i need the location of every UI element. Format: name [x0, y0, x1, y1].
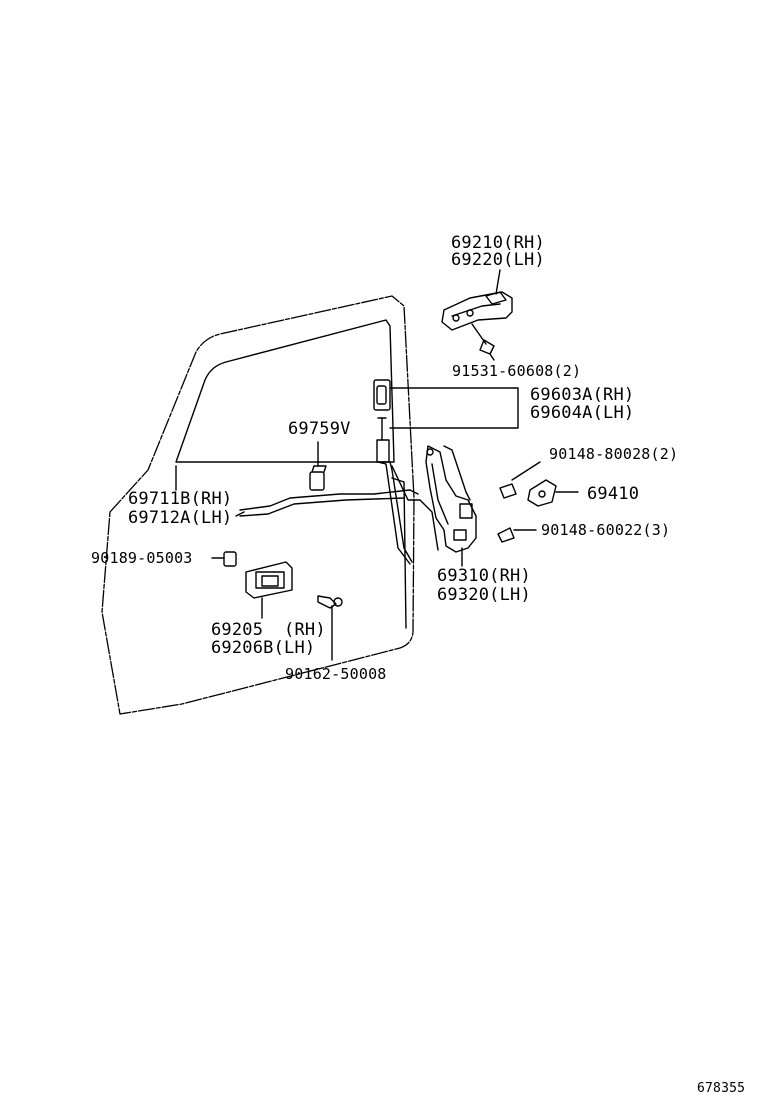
screws-90148 [497, 461, 541, 543]
catalog-number: 678355 [697, 1081, 746, 1096]
label-hinge-rh: 69210(RH) [451, 233, 545, 253]
clip [309, 441, 327, 491]
inside-handle [245, 561, 293, 619]
label-cover-rh: 69603A(RH) [530, 385, 635, 405]
inner-cover [373, 379, 519, 429]
label-cover-lh: 69604A(LH) [530, 403, 635, 423]
striker [527, 479, 579, 507]
leader-lines [175, 465, 245, 517]
label-hinge-lh: 69220(LH) [451, 250, 545, 270]
label-hinge-screw: 91531-60608(2) [452, 362, 582, 380]
label-handle-screw: 90162-50008 [285, 665, 387, 683]
label-lock-lh: 69320(LH) [437, 585, 531, 605]
label-rod-lh: 69712A(LH) [128, 508, 233, 528]
label-lock-rh: 69310(RH) [437, 566, 531, 586]
label-clip: 69759V [288, 419, 351, 439]
label-handle-rh: 69205 (RH) [211, 620, 326, 640]
lock-rod [239, 417, 439, 565]
door-panel [101, 295, 415, 715]
label-rod-rh: 69711B(RH) [128, 489, 233, 509]
door-hinge [441, 269, 513, 361]
label-bumper: 90189-05003 [91, 549, 193, 567]
door-lock [425, 445, 477, 567]
bumper [211, 551, 237, 567]
handle-screw [317, 595, 343, 661]
label-screw-b: 90148-60022(3) [541, 521, 671, 539]
label-handle-lh: 69206B(LH) [211, 638, 316, 658]
label-striker: 69410 [587, 484, 640, 504]
label-screw-a: 90148-80028(2) [549, 445, 679, 463]
